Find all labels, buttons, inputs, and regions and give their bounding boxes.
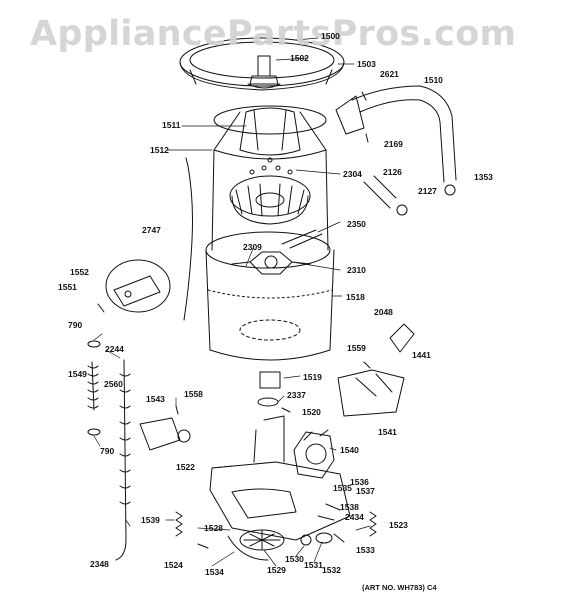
- label-1531: 1531: [304, 560, 323, 570]
- drain-fitting: [363, 175, 397, 209]
- label-2309: 2309: [243, 242, 262, 252]
- label-2621: 2621: [380, 69, 399, 79]
- label-1530: 1530: [285, 554, 304, 564]
- label-1537: 1537: [356, 486, 375, 496]
- label-1441: 1441: [412, 350, 431, 360]
- label-1500: 1500: [321, 31, 340, 41]
- spring-1539: [175, 511, 183, 537]
- label-1519: 1519: [303, 372, 322, 382]
- label-1503: 1503: [357, 59, 376, 69]
- screw-2621: [361, 91, 367, 101]
- label-2127: 2127: [418, 186, 437, 196]
- label-1535: 1535: [333, 483, 352, 493]
- label-1523: 1523: [389, 520, 408, 530]
- label-1538: 1538: [340, 502, 359, 512]
- label-1541: 1541: [378, 427, 397, 437]
- washer-1531: [315, 532, 333, 544]
- pulley: [227, 529, 285, 561]
- clamp-1353: [444, 184, 456, 196]
- bracket-inset: [105, 259, 171, 313]
- fill-hose-1549: [87, 361, 99, 411]
- label-2304: 2304: [343, 169, 362, 179]
- motor: [293, 429, 335, 479]
- wash-basket: [211, 105, 329, 251]
- linkage-1536: [317, 503, 341, 521]
- site-watermark: AppliancePartsPros.com: [30, 14, 517, 54]
- screw-1551: [97, 303, 105, 313]
- screw-1520: [281, 407, 291, 413]
- label-2747: 2747: [142, 225, 161, 235]
- label-790-bottom: 790: [100, 446, 115, 456]
- label-1522: 1522: [176, 462, 195, 472]
- spring-1523: [369, 511, 377, 537]
- seal-2337: [257, 397, 279, 407]
- washer-790-bottom: [87, 428, 101, 436]
- label-1534: 1534: [205, 567, 224, 577]
- bracket-1533: [333, 533, 345, 543]
- drive-tube: [259, 371, 281, 389]
- water-valve: [139, 405, 191, 451]
- clip-1524: [197, 543, 209, 549]
- label-2350: 2350: [347, 219, 366, 229]
- label-790-top: 790: [68, 320, 83, 330]
- label-2337: 2337: [287, 390, 306, 400]
- label-2434: 2434: [345, 512, 364, 522]
- drain-hose: [335, 85, 457, 183]
- bolt-2350: [281, 229, 323, 249]
- suspension-rod: [183, 157, 193, 321]
- leader-lines: [93, 37, 371, 567]
- label-1510: 1510: [424, 75, 443, 85]
- art-number: (ART NO. WH783) C4: [362, 583, 437, 592]
- label-1529: 1529: [267, 565, 286, 575]
- label-1539: 1539: [141, 515, 160, 525]
- label-1549: 1549: [68, 369, 87, 379]
- label-1540: 1540: [340, 445, 359, 455]
- washer-790-top: [87, 340, 101, 348]
- label-1511: 1511: [162, 120, 181, 130]
- label-1502: 1502: [290, 53, 309, 63]
- label-2310: 2310: [347, 265, 366, 275]
- label-1353: 1353: [474, 172, 493, 182]
- label-1518: 1518: [346, 292, 365, 302]
- label-2169: 2169: [384, 139, 403, 149]
- label-2126: 2126: [383, 167, 402, 177]
- fill-hose-2560: [115, 359, 131, 561]
- screw-2169: [365, 133, 369, 143]
- screw-1559: [363, 361, 371, 369]
- label-1559: 1559: [347, 343, 366, 353]
- label-2244: 2244: [105, 344, 124, 354]
- nut-1530: [300, 534, 312, 546]
- base-frame: [209, 415, 351, 541]
- tub-cover-ring: [179, 37, 345, 91]
- label-1543: 1543: [146, 394, 165, 404]
- label-2048: 2048: [374, 307, 393, 317]
- pump-assembly: [337, 323, 415, 417]
- label-1536: 1536: [350, 477, 369, 487]
- screw-set-2304: [249, 157, 293, 175]
- label-1551: 1551: [58, 282, 77, 292]
- outer-tub: [205, 231, 335, 361]
- label-1558: 1558: [184, 389, 203, 399]
- label-2560: 2560: [104, 379, 123, 389]
- label-1533: 1533: [356, 545, 375, 555]
- label-1528: 1528: [204, 523, 223, 533]
- label-1520: 1520: [302, 407, 321, 417]
- label-1512: 1512: [150, 145, 169, 155]
- label-2348: 2348: [90, 559, 109, 569]
- label-1532: 1532: [322, 565, 341, 575]
- clamp-2127: [396, 204, 408, 216]
- agitator-cap: [247, 55, 281, 89]
- agitator-base: [229, 175, 311, 225]
- label-1524: 1524: [164, 560, 183, 570]
- label-1552: 1552: [70, 267, 89, 277]
